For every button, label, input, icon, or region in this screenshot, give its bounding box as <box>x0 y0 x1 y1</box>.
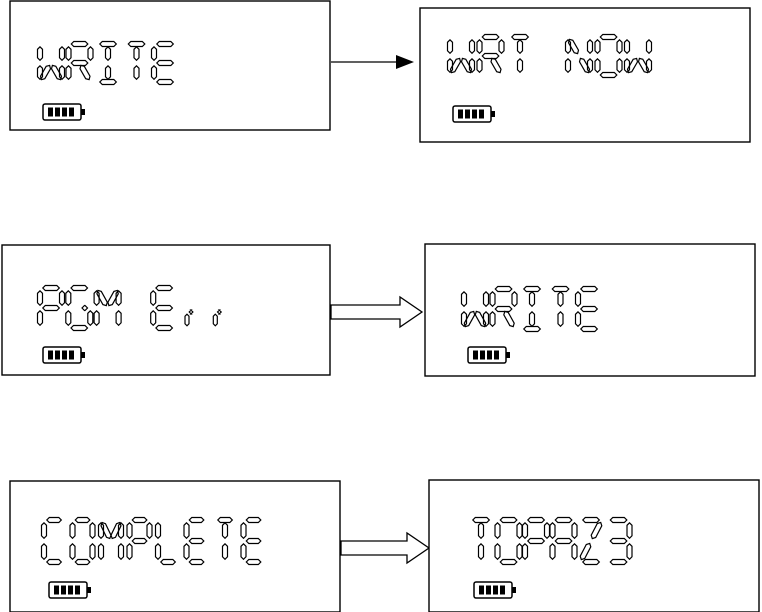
battery-icon <box>43 347 85 363</box>
lcd-screen-complete: COMPLETE <box>10 481 340 612</box>
battery-tip <box>87 587 91 593</box>
battery-level-bar <box>62 351 67 360</box>
battery-level-bar <box>486 586 491 595</box>
battery-tip <box>512 587 516 593</box>
battery-icon <box>49 582 91 598</box>
battery-level-bar <box>75 586 80 595</box>
lcd-screen-wrt-now: WRT NOW <box>420 8 750 142</box>
battery-level-bar <box>54 586 59 595</box>
battery-tip <box>506 352 510 358</box>
battery-tip <box>81 352 85 358</box>
battery-level-bar <box>48 351 53 360</box>
lcd-text: WRT NOW <box>424 19 429 21</box>
battery-icon <box>474 582 516 598</box>
lcd-text: WRITE <box>429 255 433 257</box>
battery-level-bar <box>465 110 470 119</box>
battery-level-bar <box>480 351 485 360</box>
battery-tip <box>491 111 495 117</box>
battery-icon <box>43 104 85 120</box>
lcd-screen-write-2: WRITE <box>425 244 755 376</box>
battery-level-bar <box>500 586 505 595</box>
transition-arrow-write-1-to-wrt-now <box>331 55 414 69</box>
battery-level-bar <box>473 351 478 360</box>
battery-level-bar <box>458 110 463 119</box>
transition-arrow-complete-to-topaz3 <box>341 533 429 563</box>
arrow-head <box>396 55 414 69</box>
transition-arrow-pgm-err-to-write-2 <box>331 297 422 327</box>
battery-level-bar <box>55 108 60 117</box>
arrows-layer <box>331 55 429 563</box>
battery-level-bar <box>487 351 492 360</box>
lcd-screen-write-1: WRITE <box>10 1 330 130</box>
block-arrow <box>331 297 422 327</box>
battery-level-bar <box>479 110 484 119</box>
battery-tip <box>81 109 85 115</box>
battery-level-bar <box>69 108 74 117</box>
battery-level-bar <box>61 586 66 595</box>
battery-level-bar <box>479 586 484 595</box>
battery-level-bar <box>472 110 477 119</box>
lcd-text: COMPLETE <box>14 492 20 494</box>
lcd-screen-topaz3: TOPAZ3 <box>429 480 759 612</box>
battery-level-bar <box>48 108 53 117</box>
battery-icon <box>468 347 510 363</box>
battery-level-bar <box>68 586 73 595</box>
block-arrow <box>341 533 429 563</box>
battery-level-bar <box>55 351 60 360</box>
battery-level-bar <box>62 108 67 117</box>
battery-level-bar <box>493 586 498 595</box>
battery-icon <box>453 106 495 122</box>
battery-level-bar <box>69 351 74 360</box>
lcd-screen-pgm-err: PGM Err <box>2 245 330 375</box>
battery-level-bar <box>494 351 499 360</box>
lcd-text: WRITE <box>14 12 18 14</box>
